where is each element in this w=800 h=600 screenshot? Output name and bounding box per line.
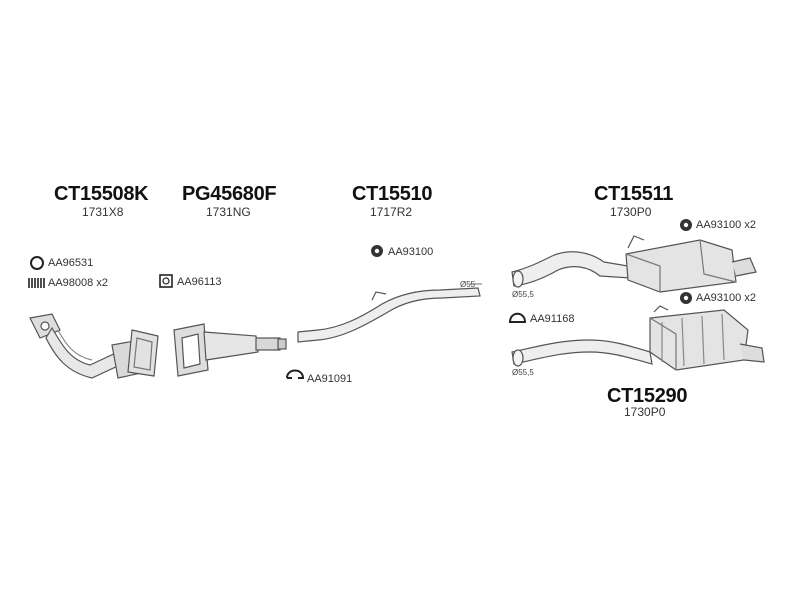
intermediate-pipe-drawing — [297, 283, 482, 343]
accessory-label-aa91091: AA91091 — [307, 373, 353, 385]
accessory-label-aa96531: AA96531 — [48, 257, 94, 269]
oem-ref-pg45680f: 1731NG — [206, 205, 251, 219]
part-code-ct15508k: CT15508K — [54, 183, 149, 205]
front-catalyst-drawing — [29, 313, 159, 379]
accessory-label-aa93100-bottom: AA93100 x2 — [696, 292, 756, 304]
part-code-ct15290: CT15290 — [607, 385, 688, 407]
diameter-label-rear-top: Ø55,5 — [512, 290, 534, 299]
oem-ref-ct15511: 1730P0 — [610, 205, 652, 219]
oem-ref-ct15290: 1730P0 — [624, 405, 666, 419]
accessory-label-aa93100-mid: AA93100 — [388, 246, 434, 258]
accessory-label-aa93100-top: AA93100 x2 — [696, 219, 756, 231]
part-code-ct15511: CT15511 — [594, 183, 674, 205]
accessory-label-aa96113: AA96113 — [177, 276, 222, 288]
particulate-filter-drawing — [173, 323, 287, 377]
rear-silencer-top-drawing — [511, 235, 757, 293]
accessory-label-aa98008: AA98008 x2 — [48, 277, 108, 289]
accessory-label-aa91168: AA91168 — [530, 313, 575, 325]
diameter-label-mid-pipe: Ø55 — [460, 280, 476, 289]
rear-silencer-bottom-drawing — [511, 305, 765, 371]
diameter-label-rear-bottom: Ø55,5 — [512, 368, 534, 377]
part-code-pg45680f: PG45680F — [182, 183, 277, 205]
oem-ref-ct15510: 1717R2 — [370, 205, 413, 219]
oem-ref-ct15508k: 1731X8 — [82, 205, 124, 219]
part-code-ct15510: CT15510 — [352, 183, 433, 205]
